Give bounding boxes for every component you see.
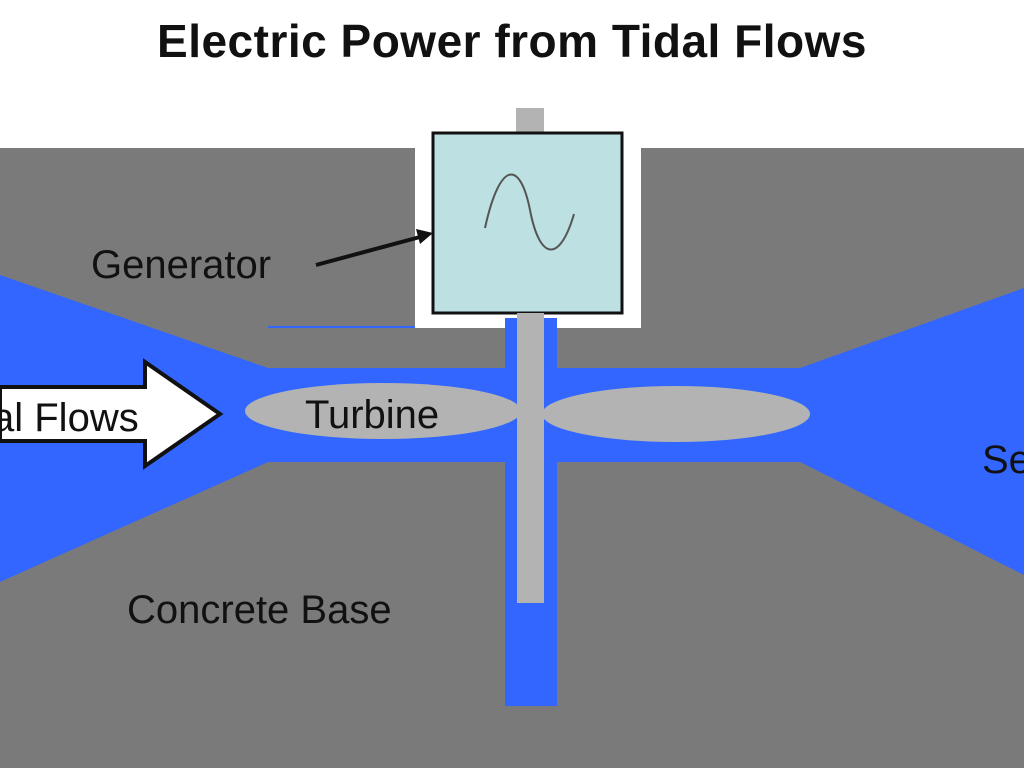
sine-wave-icon xyxy=(484,173,575,251)
sea-label-partial: Se xyxy=(982,438,1024,482)
tidal-flows-label: al Flows xyxy=(0,396,139,440)
right-arrow-icon xyxy=(0,358,224,470)
generator-label: Generator xyxy=(91,243,272,287)
turbine-blade-right xyxy=(542,386,810,442)
generator-box xyxy=(431,131,624,315)
generator-pointer-head xyxy=(416,229,433,244)
concrete-base-label: Concrete Base xyxy=(127,588,392,632)
shaft-top xyxy=(516,108,544,136)
turbine-label: Turbine xyxy=(305,393,440,437)
turbine-blade-left xyxy=(245,383,521,439)
diagram-title: Electric Power from Tidal Flows xyxy=(157,15,867,67)
turbine-shaft xyxy=(517,313,544,603)
generator-pointer-line xyxy=(315,235,421,267)
